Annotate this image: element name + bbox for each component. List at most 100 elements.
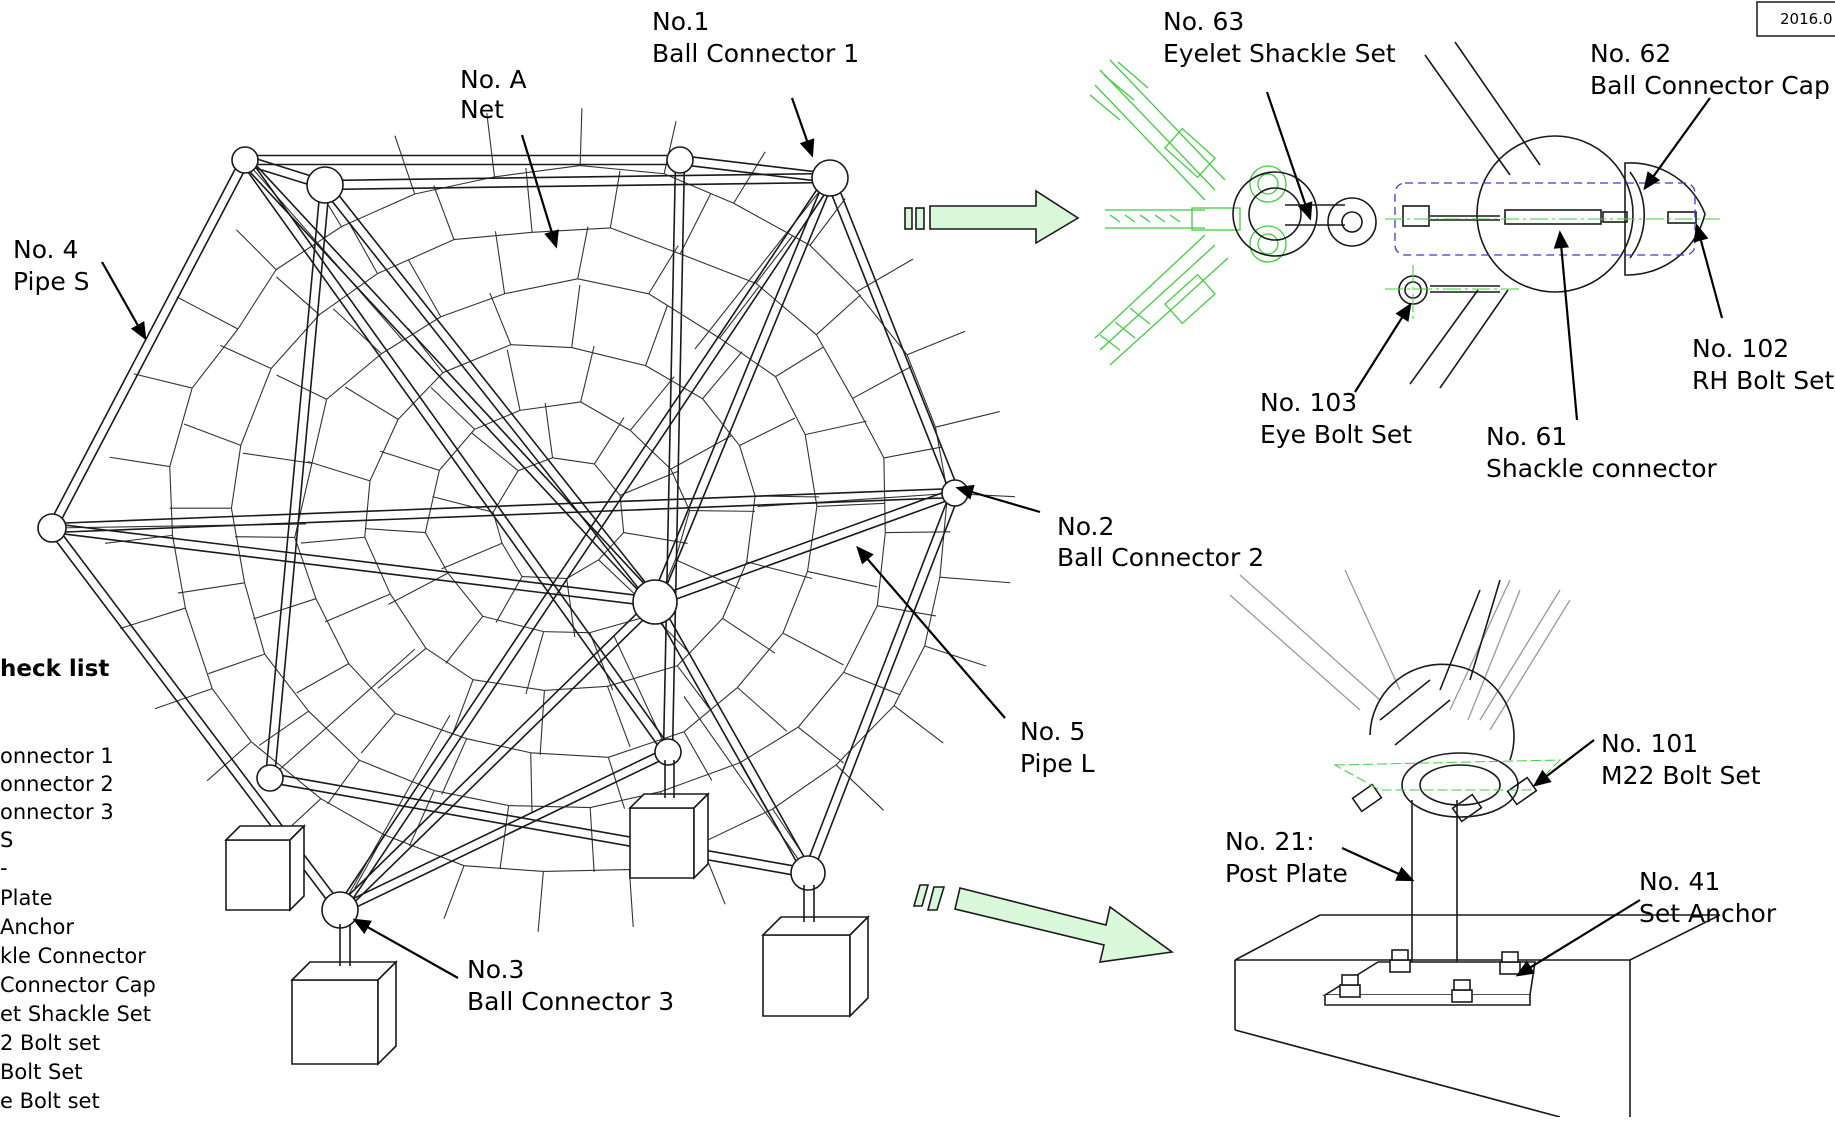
net-strand xyxy=(544,686,607,690)
net-strand xyxy=(236,230,276,270)
label-no4-name: Pipe S xyxy=(13,267,90,296)
label-no101-name: M22 Bolt Set xyxy=(1601,761,1761,790)
net-strand xyxy=(578,279,649,294)
net-strand xyxy=(495,166,581,177)
net-strand xyxy=(816,295,860,335)
footing-back-right xyxy=(630,760,708,878)
slab xyxy=(1235,915,1720,1117)
net-strand xyxy=(309,711,360,760)
net-strand xyxy=(553,458,595,464)
net-tie xyxy=(270,649,415,778)
net-strand xyxy=(680,254,756,283)
net-strand xyxy=(684,732,712,781)
ball-connector xyxy=(633,580,677,624)
base-green-guide xyxy=(1335,760,1560,790)
net-strand xyxy=(675,560,739,589)
main-structure xyxy=(38,108,1015,1064)
net-strand xyxy=(532,228,610,232)
net-strand xyxy=(720,287,759,338)
net-strand xyxy=(359,760,434,790)
net-strand xyxy=(442,543,502,569)
label-no21-name: Post Plate xyxy=(1225,859,1348,888)
pipe-edge xyxy=(269,782,807,877)
label-no102-num: No. 102 xyxy=(1692,334,1789,363)
ball-connector xyxy=(791,856,825,890)
net-strand xyxy=(578,227,588,279)
net-strand xyxy=(312,399,327,463)
net-strand xyxy=(185,608,212,689)
net-strand xyxy=(243,453,312,463)
footing-front-left xyxy=(292,924,396,1064)
net-strand xyxy=(935,412,999,428)
post-plate xyxy=(1325,950,1535,1005)
net-strand xyxy=(502,543,522,576)
base-ball xyxy=(1370,580,1518,817)
check-item: Anchor xyxy=(0,915,74,939)
leader-no5 xyxy=(858,548,1005,718)
net-strand xyxy=(325,594,390,622)
net-strand xyxy=(776,347,824,377)
net-strand xyxy=(235,537,295,538)
leader-arrowhead xyxy=(802,140,813,155)
net-strand xyxy=(671,469,690,510)
label-no5-name: Pipe L xyxy=(1020,749,1095,778)
net-strand xyxy=(245,583,265,654)
leader-noA xyxy=(522,135,556,246)
net-strand xyxy=(701,809,773,843)
leader-no61 xyxy=(1560,233,1577,420)
upper-pipes xyxy=(1230,570,1570,730)
net-strand xyxy=(464,866,543,872)
net-strand xyxy=(810,198,845,245)
label-no62-name: Ball Connector Cap xyxy=(1590,71,1830,100)
flow-arrows xyxy=(905,191,1172,962)
net-strand xyxy=(544,632,590,633)
net-strand xyxy=(434,186,454,240)
net-strand xyxy=(110,457,170,466)
pipe-edge xyxy=(271,774,809,869)
leader-arrowhead xyxy=(133,323,145,338)
net-strand xyxy=(884,458,885,533)
net-strand xyxy=(495,231,504,293)
arrow-to-base-detail xyxy=(914,885,1172,962)
net-strand xyxy=(308,461,370,480)
frame-pipes xyxy=(48,156,959,915)
footing-back-left xyxy=(226,826,304,910)
label-no63-name: Eyelet Shackle Set xyxy=(1163,39,1396,68)
net-strand xyxy=(844,672,900,694)
check-item: onnector 2 xyxy=(0,772,114,796)
check-item: 2 Bolt set xyxy=(0,1031,100,1055)
pipe-edge xyxy=(804,491,951,871)
net-strand xyxy=(425,470,439,532)
leader-no62 xyxy=(1645,98,1710,188)
check-item: et Shackle Set xyxy=(0,1002,151,1026)
check-list-title: heck list xyxy=(0,656,109,682)
leader-arrowhead xyxy=(355,920,370,932)
net-strand xyxy=(349,664,396,714)
ball-connector xyxy=(667,147,693,173)
label-no1-num: No.1 xyxy=(652,7,709,36)
net-strand xyxy=(341,194,414,227)
net-strand xyxy=(925,646,986,666)
net-strand xyxy=(378,240,454,274)
net-strand xyxy=(572,348,646,366)
net-strand xyxy=(690,511,755,512)
pipe-edge xyxy=(51,532,654,606)
leader-arrowhead xyxy=(1645,173,1658,188)
net-strand xyxy=(321,799,384,835)
net-strand xyxy=(231,445,240,508)
net-strand xyxy=(671,436,732,469)
label-noA-num: No. A xyxy=(460,65,527,94)
net-strand xyxy=(581,346,594,402)
net-strand xyxy=(361,713,395,753)
check-item: S xyxy=(0,828,13,852)
net-strand xyxy=(805,421,866,435)
net-strand xyxy=(580,108,582,165)
label-no21-num: No. 21: xyxy=(1225,827,1315,856)
net-strand xyxy=(333,309,381,354)
net-tie xyxy=(695,178,830,349)
net-strand xyxy=(734,203,810,245)
label-no41-name: Set Anchor xyxy=(1639,899,1777,928)
ball-connector xyxy=(257,765,283,791)
